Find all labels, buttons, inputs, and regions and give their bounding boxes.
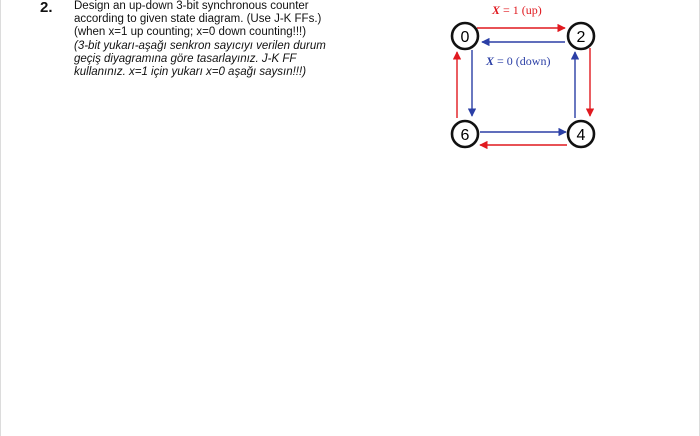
down-label: X = 0 (down) [485, 54, 550, 68]
question-number: 2. [40, 0, 53, 16]
question-line-tr-1: (3-bit yukarı-aşağı senkron sayıcıyı ver… [74, 39, 326, 52]
svg-text:0: 0 [461, 29, 470, 46]
question-line-tr-2: geçiş diyagramına göre tasarlayınız. J-K… [74, 52, 297, 65]
question-line-tr-3: kullanınız. x=1 için yukarı x=0 aşağı sa… [74, 66, 307, 79]
question-line-en-1: Design an up-down 3-bit synchronous coun… [74, 0, 309, 12]
svg-text:4: 4 [577, 127, 586, 144]
state-diagram: X = 1 (up) X = 0 (down) 0 2 6 4 [450, 3, 596, 150]
question-text: Design an up-down 3-bit synchronous coun… [74, 0, 374, 79]
state-node-6: 6 [450, 119, 480, 149]
svg-text:6: 6 [461, 127, 470, 144]
question-line-en-2: according to given state diagram. (Use J… [74, 13, 322, 26]
state-node-0: 0 [450, 21, 480, 51]
state-node-2: 2 [566, 21, 596, 51]
up-label: X = 1 (up) [491, 3, 542, 17]
state-node-4: 4 [566, 119, 596, 149]
question-line-en-3: (when x=1 up counting; x=0 down counting… [74, 26, 307, 39]
svg-text:2: 2 [577, 29, 586, 46]
